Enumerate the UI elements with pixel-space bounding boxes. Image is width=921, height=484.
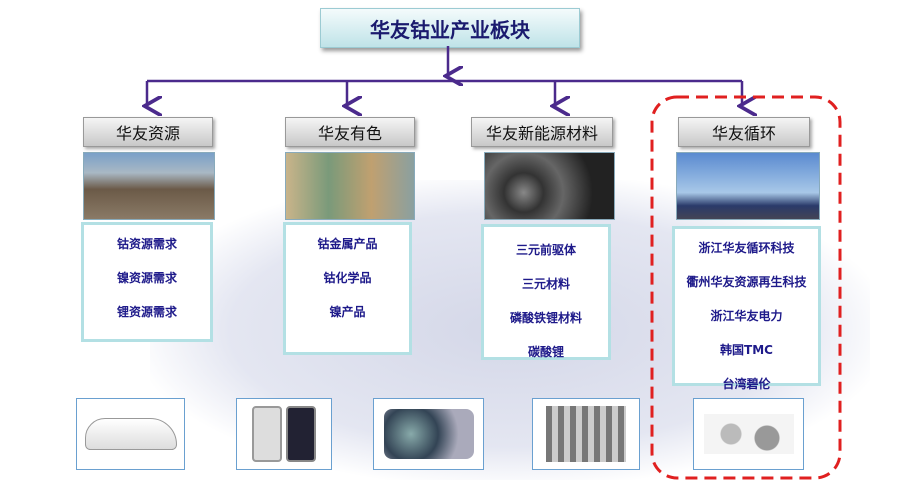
list-item: 锂资源需求 <box>116 305 177 319</box>
list-item: 台湾碧伦 <box>722 377 771 391</box>
list-item: 钴化学品 <box>323 271 372 285</box>
factory-image <box>285 152 415 220</box>
list-item: 三元前驱体 <box>515 243 576 257</box>
electric-car-image <box>76 398 185 470</box>
segment-header-resources: 华友资源 <box>83 117 213 147</box>
list-item: 碳酸锂 <box>527 345 564 359</box>
list-item: 钴金属产品 <box>317 237 378 251</box>
solar-power-image <box>676 152 820 220</box>
new-energy-list: 三元前驱体 三元材料 磷酸铁锂材料 碳酸锂 <box>481 224 611 360</box>
page-title: 华友钴业产业板块 <box>320 8 580 48</box>
list-item: 镍资源需求 <box>116 271 177 285</box>
jet-engine-image <box>373 398 484 470</box>
nonferrous-list: 钴金属产品 钴化学品 镍产品 <box>283 222 412 355</box>
segment-header-new-energy: 华友新能源材料 <box>471 117 613 147</box>
list-item: 钴资源需求 <box>116 237 177 251</box>
list-item: 三元材料 <box>521 277 570 291</box>
segment-header-recycling: 华友循环 <box>678 117 810 147</box>
magnets-image <box>693 398 804 470</box>
list-item: 衢州华友资源再生科技 <box>686 275 807 289</box>
list-item: 韩国TMC <box>720 343 773 357</box>
list-item: 镍产品 <box>329 305 366 319</box>
list-item: 浙江华友循环科技 <box>698 241 795 255</box>
powder-particles-image <box>484 152 615 220</box>
list-item: 浙江华友电力 <box>710 309 783 323</box>
recycling-list: 浙江华友循环科技 衢州华友资源再生科技 浙江华友电力 韩国TMC 台湾碧伦 <box>672 226 821 391</box>
list-item: 磷酸铁锂材料 <box>509 311 582 325</box>
cutting-tools-image <box>532 398 640 470</box>
highlight-dashed-box <box>650 95 842 480</box>
resources-list: 钴资源需求 镍资源需求 锂资源需求 <box>81 222 213 342</box>
segment-header-nonferrous: 华友有色 <box>285 117 415 147</box>
mine-image <box>83 152 215 220</box>
smartphone-image <box>236 398 332 470</box>
